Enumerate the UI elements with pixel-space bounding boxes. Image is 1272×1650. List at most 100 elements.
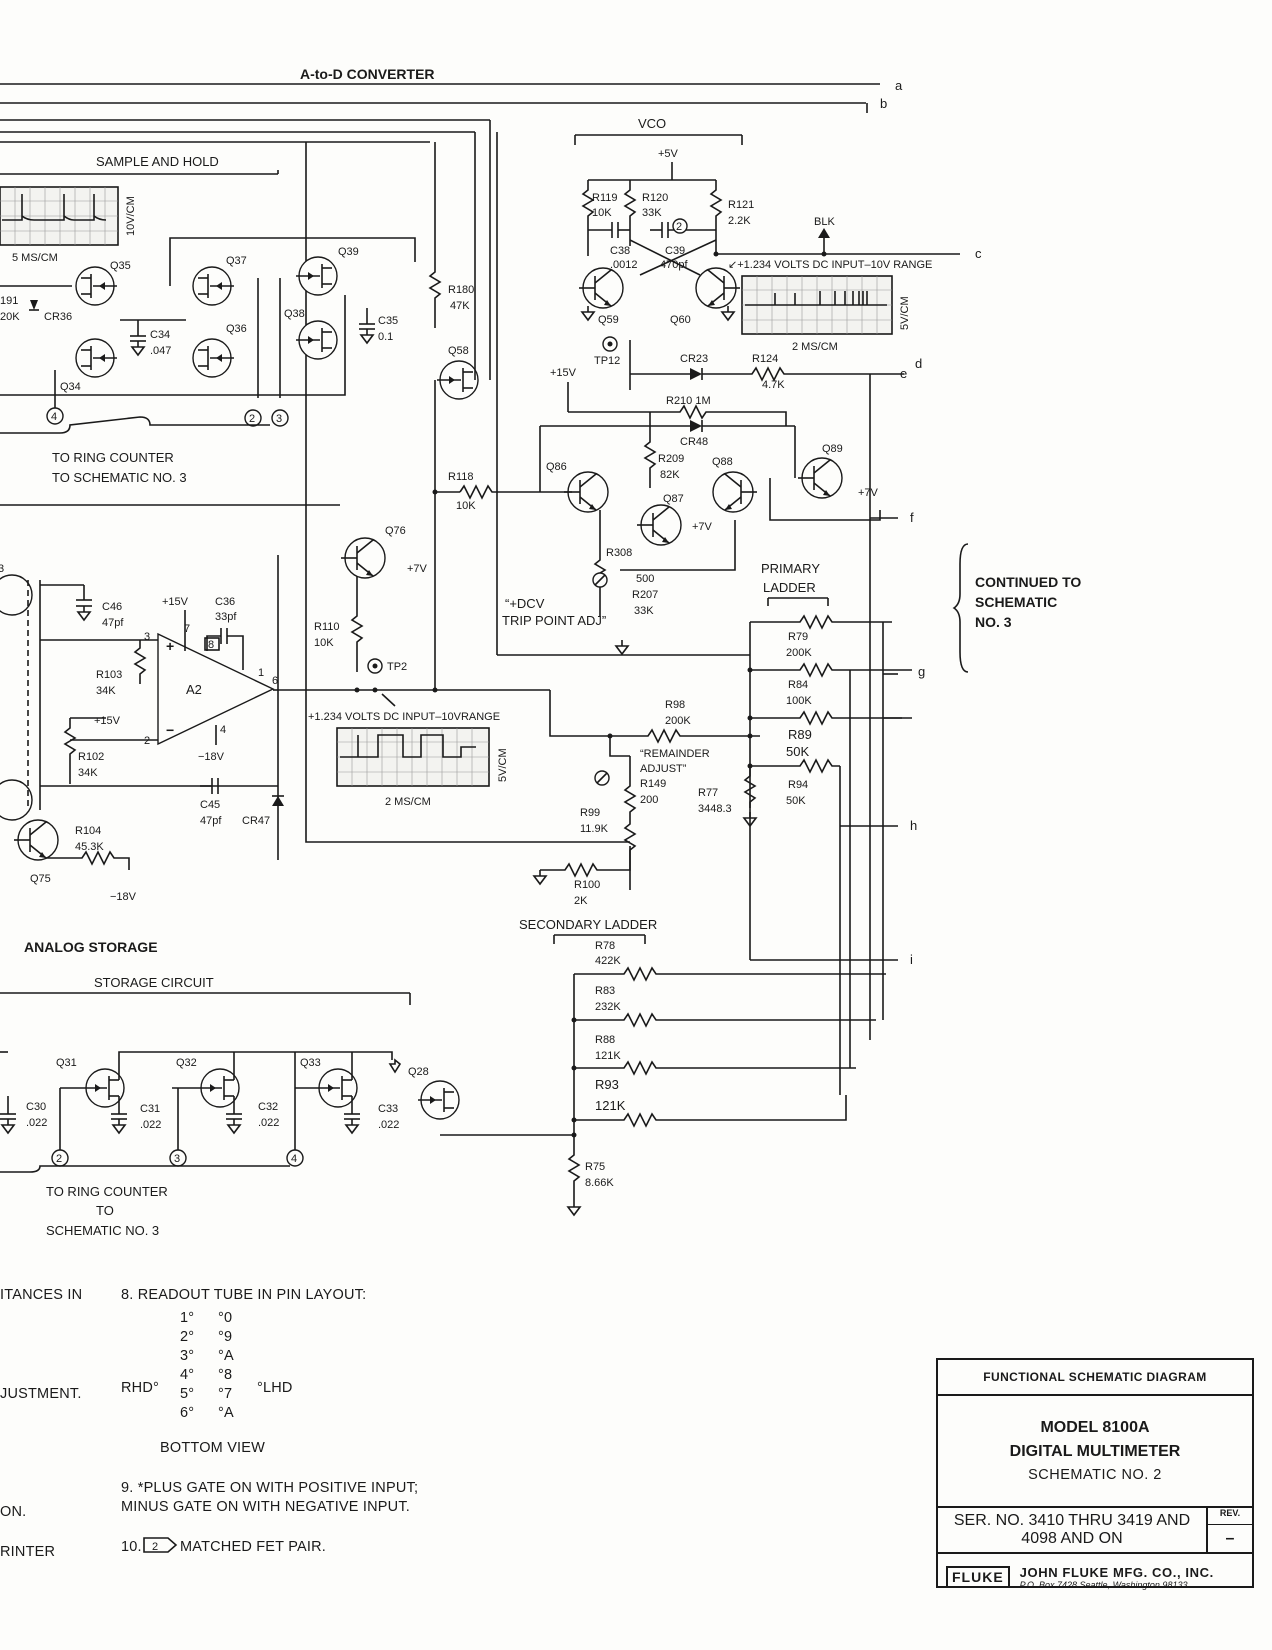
primary-ladder: PRIMARY LADDER R79 200K R84 100K R89 50K…: [698, 374, 925, 1095]
q59-label: Q59: [598, 314, 619, 326]
q34-label: Q34: [60, 381, 81, 393]
scope-tp2: 5V/CM 2 MS/CM: [336, 727, 509, 808]
scope1-hscale: 5 MS/CM: [12, 252, 58, 264]
adc-bus: A-to-D CONVERTER a b: [0, 66, 903, 143]
fet-q38: [295, 320, 338, 360]
title-block-name: DIGITAL MULTIMETER: [1009, 1443, 1181, 1460]
c38-value: .0012: [610, 259, 638, 271]
q37-label: Q37: [226, 255, 247, 267]
scope3-caption: +1.234 VOLTS DC INPUT–10VRANGE: [308, 711, 500, 723]
ring-node-3-bottom: 3: [174, 1153, 180, 1165]
pin-left-4: 4°: [180, 1367, 194, 1383]
matched-pair-2: 2: [676, 221, 682, 233]
primary-ladder-title: PRIMARY: [761, 561, 820, 576]
q60-label: Q60: [670, 314, 691, 326]
primary-ladder-title2: LADDER: [763, 580, 816, 595]
fet-q31: [82, 1068, 125, 1108]
cr23-label: CR23: [680, 353, 708, 365]
tp12-label: TP12: [594, 355, 620, 367]
q28-label: Q28: [408, 1066, 429, 1078]
lhd-label: °LHD: [257, 1380, 293, 1396]
blk-label: BLK: [814, 216, 835, 228]
r104-value: 45.3K: [75, 841, 104, 853]
r89-value: 50K: [786, 744, 809, 759]
continued-1: CONTINUED TO: [975, 574, 1081, 590]
a2-pin6: 6: [272, 675, 278, 687]
q39-label: Q39: [338, 246, 359, 258]
fet-q28: [417, 1080, 460, 1120]
a2-plus15: +15V: [162, 596, 189, 608]
r100-value: 2K: [574, 895, 588, 907]
r104-minus18: −18V: [110, 891, 137, 903]
trip-circuit: +15V R210 1M CR48 R209 82K Q86 Q88 Q87 +…: [432, 367, 881, 655]
q76-label: Q76: [385, 525, 406, 537]
transistor-q87: [636, 504, 682, 546]
c45-label: C45: [200, 799, 220, 811]
pin-left-2: 2°: [180, 1329, 194, 1345]
transistor-q76: [340, 537, 386, 579]
note-9-line1: 9. *PLUS GATE ON WITH POSITIVE INPUT;: [121, 1480, 418, 1496]
c32-label: C32: [258, 1101, 278, 1113]
fet-q35: [75, 266, 118, 306]
r102-value: 34K: [78, 767, 98, 779]
pin-left-6: 6°: [180, 1405, 194, 1421]
ring-node-4-top: 4: [51, 411, 57, 423]
r120-label: R120: [642, 192, 668, 204]
company-name: JOHN FLUKE MFG. CO., INC.: [1019, 1564, 1214, 1580]
q87-supply: +7V: [692, 521, 713, 533]
transistor-q60: [695, 267, 741, 309]
note-10-box: 2: [152, 1541, 158, 1553]
r191-value: 20K: [0, 311, 20, 323]
secondary-ladder-title: SECONDARY LADDER: [519, 917, 657, 932]
title-block-company: JOHN FLUKE MFG. CO., INC. P.O. Box 7428 …: [1020, 1565, 1214, 1590]
r78-label: R78: [595, 940, 615, 952]
c32-value: .022: [258, 1117, 279, 1129]
pin-right-5: °7: [218, 1386, 232, 1402]
note-8: 8. READOUT TUBE IN PIN LAYOUT:: [121, 1287, 366, 1303]
a2-section: 3 C46 47pf + − A2 +15V 7 C36 33pf 8 3 2 …: [0, 555, 284, 955]
storage-circuit: STORAGE CIRCUIT Q31 Q32 Q33 Q28 C30 .022…: [0, 975, 460, 1238]
fet-q37: [192, 266, 235, 306]
a2-minus18: −18V: [198, 751, 225, 763]
c39-value: 470pf: [660, 259, 688, 271]
cr47-label: CR47: [242, 815, 270, 827]
c30-label: C30: [26, 1101, 46, 1113]
r103-value: 34K: [96, 685, 116, 697]
r110-label: R110: [314, 621, 339, 633]
r119-label: R119: [592, 192, 617, 204]
scope3-hscale: 2 MS/CM: [385, 796, 431, 808]
c45-value: 47pf: [200, 815, 222, 827]
analog-storage-title: ANALOG STORAGE: [24, 939, 158, 955]
sample-hold-title: SAMPLE AND HOLD: [96, 154, 219, 169]
q38-label: Q38: [284, 308, 305, 320]
r84-value: 100K: [786, 695, 812, 707]
title-block-serial-row: SER. NO. 3410 THRU 3419 AND 4098 AND ON …: [938, 1508, 1252, 1554]
c31-value: .022: [140, 1119, 161, 1131]
title-block-model: MODEL 8100A: [1040, 1419, 1150, 1436]
c36-label: C36: [215, 596, 235, 608]
fet-q39: [295, 256, 338, 296]
a2-pin7: 7: [184, 623, 190, 635]
a2-pin3: 3: [144, 631, 150, 643]
bus-letter-g: g: [918, 664, 925, 679]
r149-value: 200: [640, 794, 658, 806]
c30-value: .022: [26, 1117, 47, 1129]
pin-right-4: °8: [218, 1367, 232, 1383]
fet-q34: [75, 338, 118, 378]
ring-node-2-bottom: 2: [56, 1153, 62, 1165]
fet-q58: [436, 360, 479, 400]
q86-label: Q86: [546, 461, 567, 473]
q75-label: Q75: [30, 873, 51, 885]
pin-right-6: °A: [218, 1405, 234, 1421]
fet-q32: [197, 1068, 240, 1108]
a2-pin8: 8: [208, 639, 214, 651]
title-block-heading: FUNCTIONAL SCHEMATIC DIAGRAM: [938, 1360, 1252, 1396]
transistor-q89: [797, 457, 843, 499]
r100-label: R100: [574, 879, 600, 891]
bottom-view-label: BOTTOM VIEW: [160, 1440, 265, 1456]
r75-value: 8.66K: [585, 1177, 614, 1189]
c35-value: 0.1: [378, 331, 393, 343]
pin-left-1: 1°: [180, 1310, 194, 1326]
scope3-vscale: 5V/CM: [497, 748, 509, 782]
